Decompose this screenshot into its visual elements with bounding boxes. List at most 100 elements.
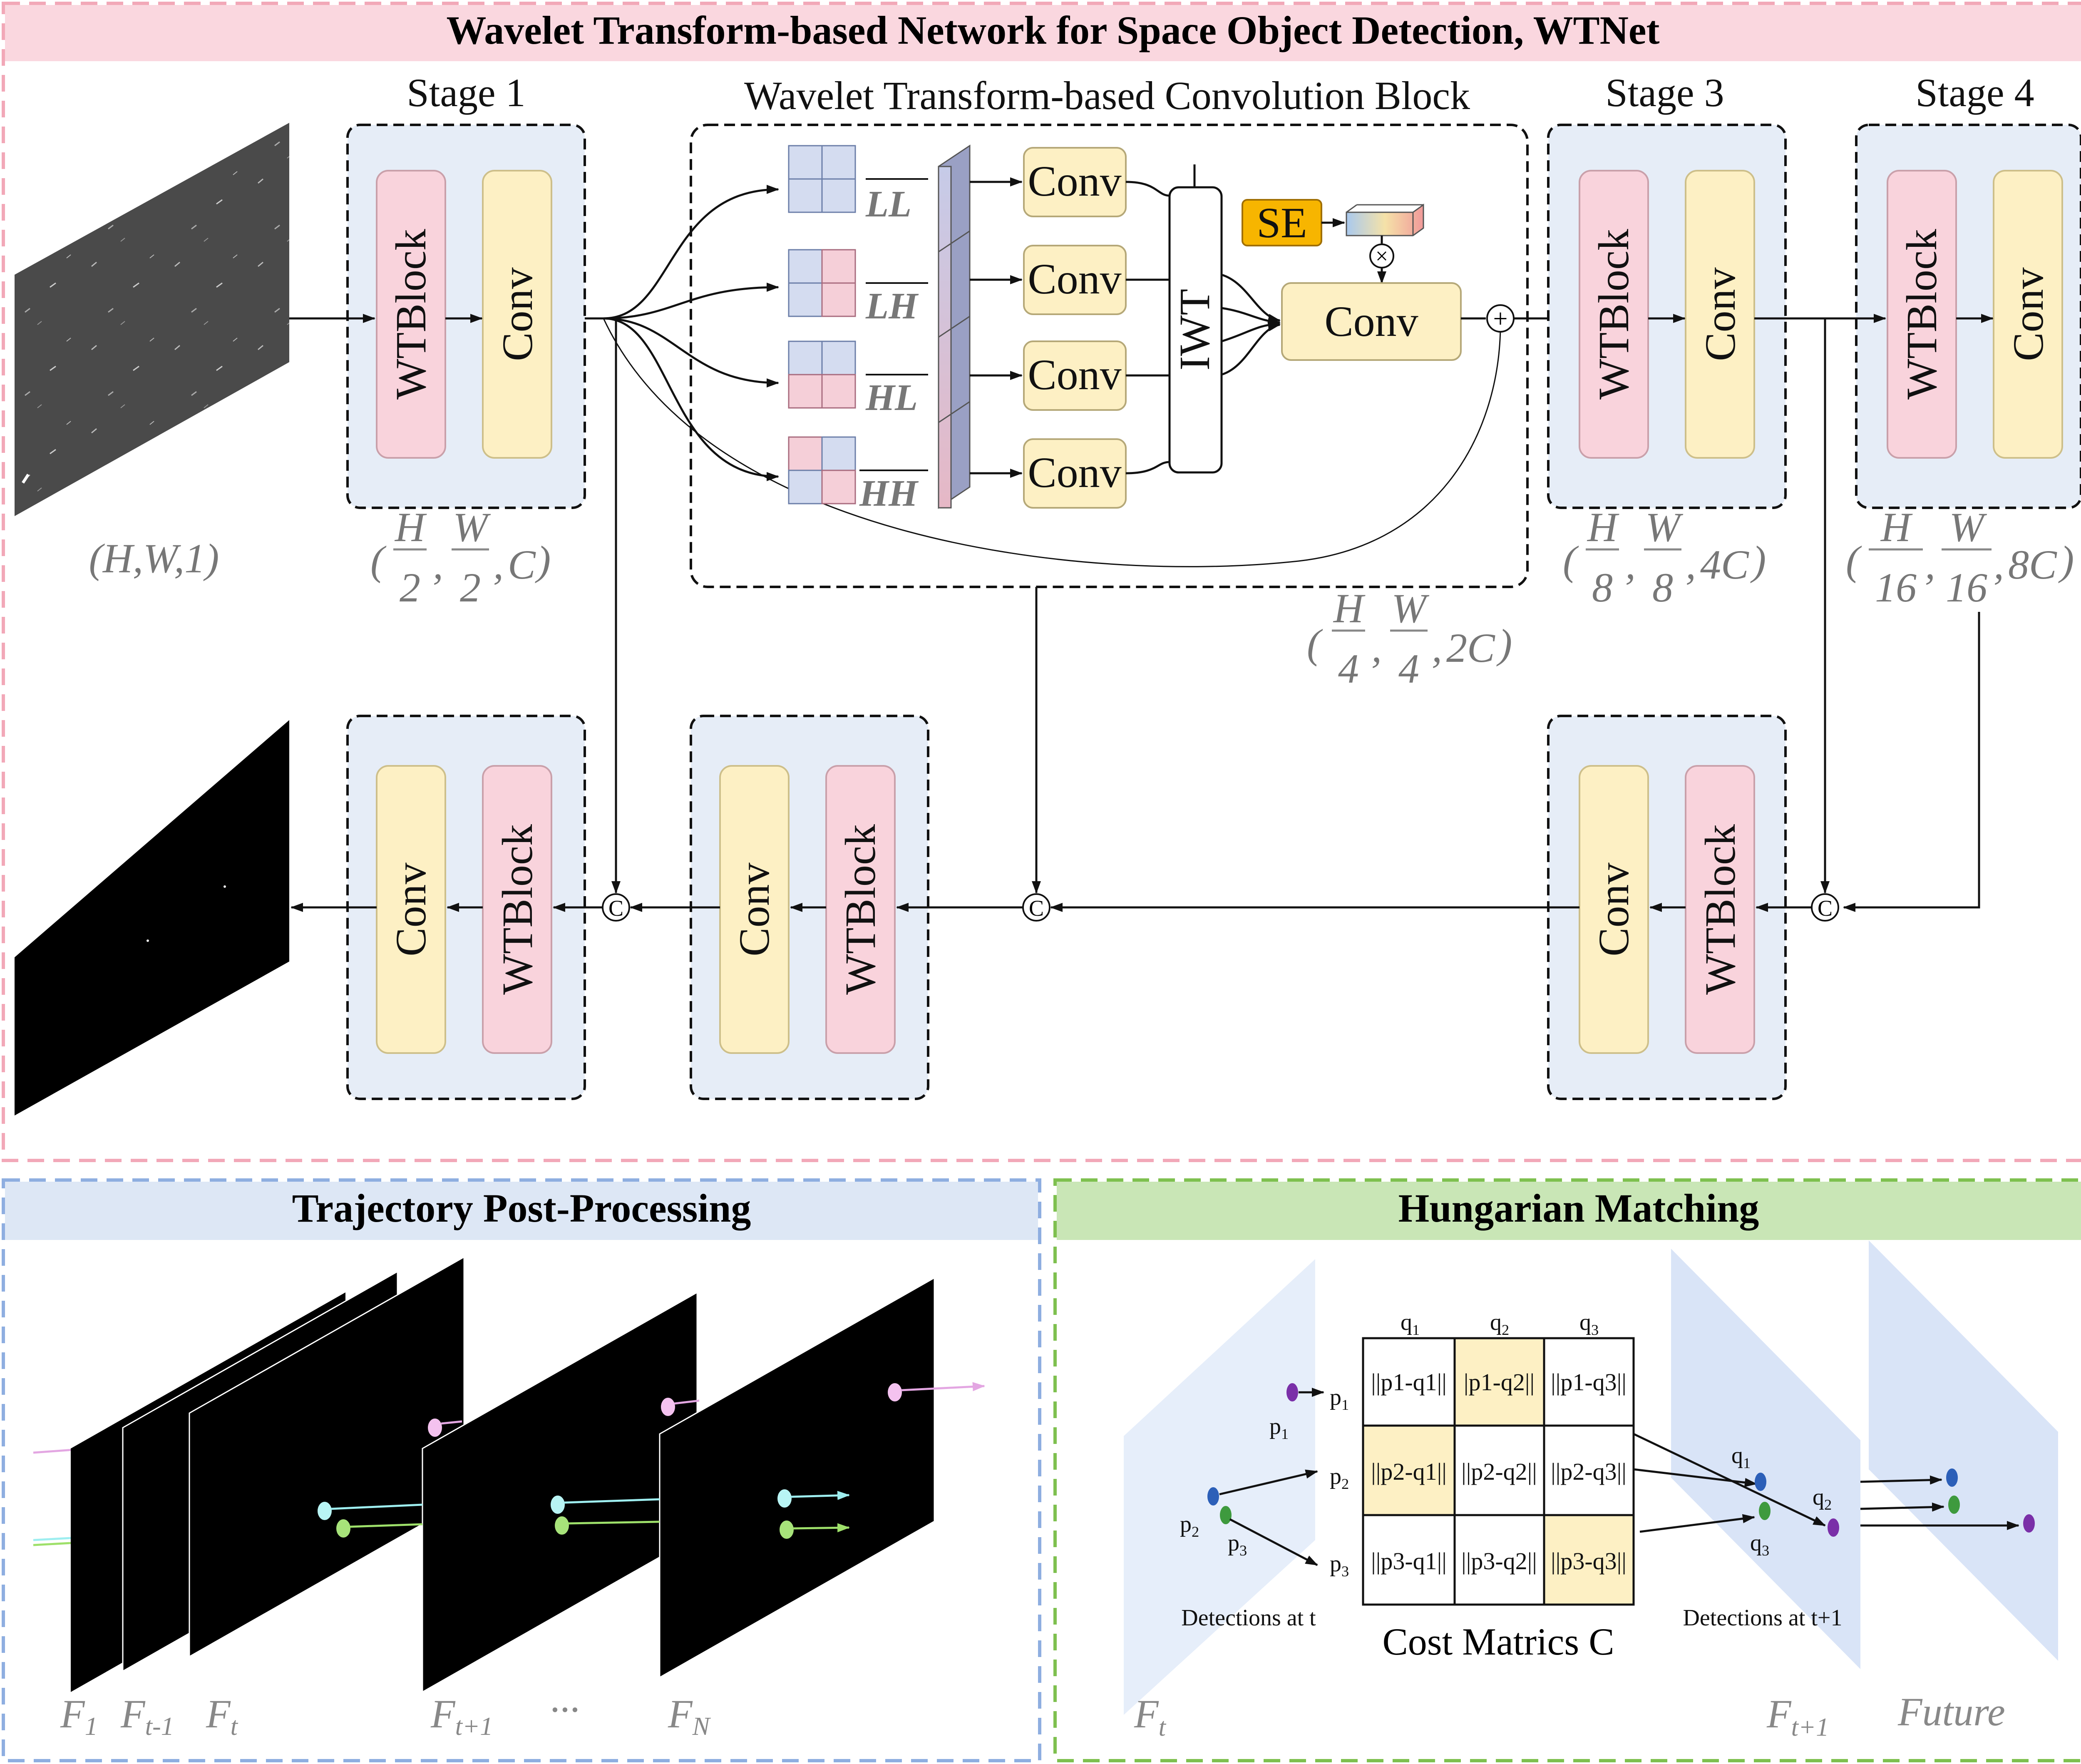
svg-text:H: H xyxy=(1333,585,1366,631)
svg-text:,: , xyxy=(1625,542,1636,588)
svg-text:): ) xyxy=(2058,537,2074,584)
svg-text:Conv: Conv xyxy=(1028,449,1121,497)
svg-text:||p1-q1||: ||p1-q1|| xyxy=(1371,1369,1447,1396)
svg-text:p1: p1 xyxy=(1269,1414,1289,1442)
svg-text:q2: q2 xyxy=(1813,1484,1832,1513)
wtcb-final-conv-label: Conv xyxy=(1324,298,1418,345)
svg-text:×: × xyxy=(1376,243,1388,268)
iwt-label: IWT xyxy=(1171,289,1219,370)
svg-text:4: 4 xyxy=(1338,646,1359,692)
stage2-dims: ( H 4 , W 4 , 2C ) xyxy=(1307,585,1512,692)
input-image xyxy=(15,123,289,516)
svg-text:(: ( xyxy=(1846,537,1862,584)
svg-text:p2: p2 xyxy=(1330,1463,1349,1492)
subband-ll-label: LL xyxy=(865,184,911,225)
svg-text:(: ( xyxy=(1307,621,1323,667)
matrix-caption: Cost Matrics C xyxy=(1382,1620,1614,1663)
wtnet-title: Wavelet Transform-based Network for Spac… xyxy=(446,8,1659,52)
subband-hh: HH xyxy=(788,436,928,514)
svg-text:W: W xyxy=(453,504,491,550)
stage1-wtblock xyxy=(376,170,446,459)
wtcb-convs: Conv Conv Conv Conv xyxy=(1023,147,1127,509)
stage4-conv-label: Conv xyxy=(2004,267,2052,361)
stage1-dims: ( H 2 , W 2 , C ) xyxy=(370,504,551,611)
svg-text:,: , xyxy=(1994,542,2004,588)
svg-text:16: 16 xyxy=(1875,564,1917,611)
concat-op-3: C xyxy=(1811,893,1839,922)
wtcb-final-conv xyxy=(1281,282,1462,361)
trajectory-tracks xyxy=(318,1382,985,1539)
svg-text:): ) xyxy=(535,537,551,584)
stage3-conv xyxy=(1685,170,1755,459)
stage1: Stage 1 WTBlock Conv xyxy=(346,70,586,509)
subband-hl-label: HL xyxy=(865,377,918,418)
svg-text:q3: q3 xyxy=(1750,1530,1769,1559)
svg-text:Conv: Conv xyxy=(730,862,778,956)
svg-text:(: ( xyxy=(370,537,387,584)
svg-text:Ft-1: Ft-1 xyxy=(120,1692,174,1741)
svg-text:8C: 8C xyxy=(2008,542,2057,588)
svg-text:Conv: Conv xyxy=(1028,255,1121,303)
svg-text:4C: 4C xyxy=(1700,542,1749,588)
svg-text:||p2-q2||: ||p2-q2|| xyxy=(1461,1458,1537,1485)
svg-text:Ft+1: Ft+1 xyxy=(430,1692,493,1741)
svg-text:2: 2 xyxy=(400,564,420,611)
svg-text:WTBlock: WTBlock xyxy=(494,824,541,995)
svg-text:4: 4 xyxy=(1398,646,1419,692)
subband-lh-label: LH xyxy=(865,286,919,327)
stage4-label: Stage 4 xyxy=(1915,70,2034,115)
wtcb-label: Wavelet Transform-based Convolution Bloc… xyxy=(744,73,1470,118)
svg-text:Ft: Ft xyxy=(206,1692,238,1741)
subband-hh-label: HH xyxy=(859,473,919,514)
stage4-dims: ( H 16 , W 16 , 8C ) xyxy=(1846,504,2074,611)
stage4-conv xyxy=(1993,170,2063,459)
svg-text:Conv: Conv xyxy=(1028,351,1121,399)
stage3-conv-label: Conv xyxy=(1696,267,1744,361)
wtnet-title-bar xyxy=(5,5,2081,61)
svg-text:(: ( xyxy=(1563,537,1579,584)
svg-text:,: , xyxy=(1371,625,1382,671)
subband-lh: LH xyxy=(788,249,928,327)
stage4: Stage 4 WTBlock Conv xyxy=(1855,70,2081,509)
stage1-wtblock-label: WTBlock xyxy=(387,229,435,400)
svg-text:C: C xyxy=(1818,896,1833,921)
se-label: SE xyxy=(1257,199,1307,247)
det-t1-label: Detections at t+1 xyxy=(1683,1605,1842,1631)
decoder-3: Conv WTBlock xyxy=(1547,715,1787,1100)
svg-text:C: C xyxy=(608,896,623,921)
subband-hl: HL xyxy=(788,340,928,418)
svg-text:q1: q1 xyxy=(1731,1443,1751,1471)
svg-text:+: + xyxy=(1493,305,1508,333)
svg-text:q3: q3 xyxy=(1579,1309,1599,1338)
svg-text:F1: F1 xyxy=(60,1692,98,1741)
svg-text:||p2-q3||: ||p2-q3|| xyxy=(1551,1458,1627,1485)
svg-text:||p3-q2||: ||p3-q2|| xyxy=(1461,1548,1537,1575)
detections-t1: q1 q2 q3 Detections at t+1 xyxy=(1683,1443,1842,1631)
svg-text:C: C xyxy=(508,542,536,588)
svg-text:Conv: Conv xyxy=(1590,862,1638,956)
plane-ft1-label: Ft+1 xyxy=(1766,1692,1829,1742)
svg-text:C: C xyxy=(1029,896,1044,921)
svg-text:···: ··· xyxy=(549,1687,579,1732)
svg-text:W: W xyxy=(1391,585,1429,631)
concat-op-1: C xyxy=(602,893,630,922)
svg-text:Conv: Conv xyxy=(1028,157,1121,205)
trajectory-title: Trajectory Post-Processing xyxy=(292,1186,751,1230)
matrix-row-labels: p1 p2 p3 xyxy=(1330,1384,1349,1580)
stage1-label: Stage 1 xyxy=(407,70,525,115)
svg-text:||p1-q3||: ||p1-q3|| xyxy=(1551,1369,1627,1396)
stage4-wtblock xyxy=(1887,170,1957,459)
add-op: + xyxy=(1486,304,1515,333)
svg-text:W: W xyxy=(1949,504,1987,550)
svg-text:): ) xyxy=(1750,537,1766,584)
svg-text:): ) xyxy=(1496,621,1512,667)
svg-text:p2: p2 xyxy=(1180,1511,1199,1540)
svg-text:H: H xyxy=(1587,504,1619,550)
plane-future-label: Future xyxy=(1897,1689,2005,1734)
detections-t: p1 p2 p3 Detections at t xyxy=(1180,1383,1324,1631)
svg-text:||p2-q1||: ||p2-q1|| xyxy=(1371,1458,1447,1485)
cost-matrix: ||p1-q1|| |p1-q2|| ||p1-q3|| ||p2-q1|| |… xyxy=(1362,1337,1635,1606)
svg-text:q1: q1 xyxy=(1401,1309,1420,1338)
frame-labels: F1 Ft-1 Ft Ft+1 ··· FN xyxy=(60,1687,711,1741)
